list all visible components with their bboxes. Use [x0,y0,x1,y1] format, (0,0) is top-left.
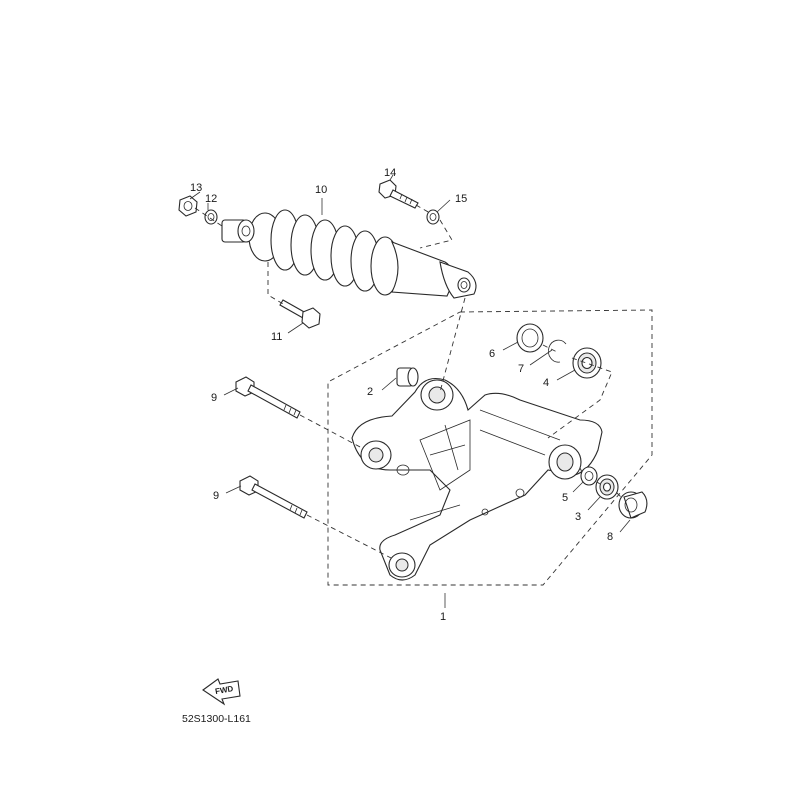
rear-arm-group-outline [327,309,653,586]
alignment-lines [194,204,623,561]
bearing-3 [595,474,619,500]
bolt-11 [279,299,321,329]
washer-12 [204,209,218,225]
forward-arrow-label: FWD [214,684,234,696]
oil-seal-6 [516,323,544,353]
callout-12: 12 [205,193,217,205]
callout-4: 4 [543,377,549,389]
callout-6: 6 [489,348,495,360]
circlip-7 [547,339,567,363]
callout-2: 2 [367,386,373,398]
callout-11: 11 [271,331,282,343]
callout-8: 8 [607,531,613,543]
bearing-4 [572,347,602,379]
callout-10: 10 [315,184,327,196]
nut-13 [178,195,198,217]
callout-9-lower: 9 [213,490,219,502]
leader-lines [189,174,631,608]
callout-13: 13 [190,182,202,194]
pivot-bolt-upper [235,376,301,419]
callout-15: 15 [455,193,467,205]
collar-2 [396,367,419,387]
callout-labels: 1 2 3 4 5 6 7 8 9 9 10 11 12 13 14 15 [190,167,613,623]
callout-14: 14 [384,167,396,179]
bolt-14 [378,179,419,209]
shock-spring [270,209,400,296]
diagram-code: 52S1300-L161 [182,713,251,725]
rear-arm [351,377,603,581]
callout-3: 3 [575,511,581,523]
washer-15 [426,209,440,225]
collar-5 [580,466,598,486]
callout-9-upper: 9 [211,392,217,404]
callout-1: 1 [440,611,446,623]
callout-7: 7 [518,363,524,375]
forward-arrow-icon: FWD [202,678,241,706]
oil-seal-8 [618,491,648,519]
callout-5: 5 [562,492,568,504]
rear-shock-absorber [221,209,477,299]
pivot-bolt-lower [239,475,308,519]
